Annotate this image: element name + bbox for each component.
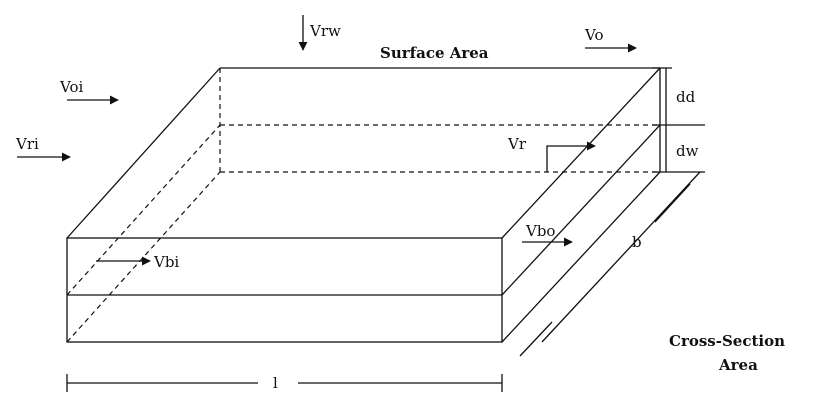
label-surface-area: Surface Area — [380, 44, 489, 62]
hidden-edges — [66, 68, 660, 343]
label-dw: dw — [676, 142, 699, 160]
width-dimension — [519, 171, 701, 357]
b-tick-bottom — [519, 321, 553, 357]
label-vri: Vri — [15, 135, 39, 153]
vr-arrow — [546, 141, 596, 172]
box-edges — [66, 67, 661, 343]
flow-arrows — [17, 15, 637, 266]
label-cross-section-line1: Cross-Section — [669, 332, 785, 350]
label-vr: Vr — [507, 135, 527, 153]
top-right-edge — [501, 67, 661, 239]
right-bottom-edge — [501, 171, 661, 343]
label-vbi: Vbi — [153, 253, 179, 271]
depth-dimensions — [652, 67, 705, 173]
right-water-line — [501, 124, 661, 296]
label-b: b — [632, 233, 642, 251]
top-left-edge — [66, 67, 221, 239]
hidden-left-water-line — [66, 124, 221, 296]
label-dd: dd — [676, 88, 696, 106]
labels: Vrw Surface Area Vo Voi Vri dd dw Vr Vbo… — [15, 22, 785, 392]
label-vrw: Vrw — [309, 22, 341, 40]
hidden-left-bottom-line — [66, 171, 221, 343]
label-vbo: Vbo — [525, 222, 555, 240]
length-dimension — [66, 374, 503, 392]
label-l: l — [273, 374, 278, 392]
front-face — [66, 237, 503, 343]
label-vo: Vo — [584, 26, 604, 44]
label-voi: Voi — [59, 78, 83, 96]
label-cross-section-line2: Area — [718, 356, 758, 374]
b-dim-line — [541, 171, 701, 343]
b-tick-top — [654, 183, 691, 223]
